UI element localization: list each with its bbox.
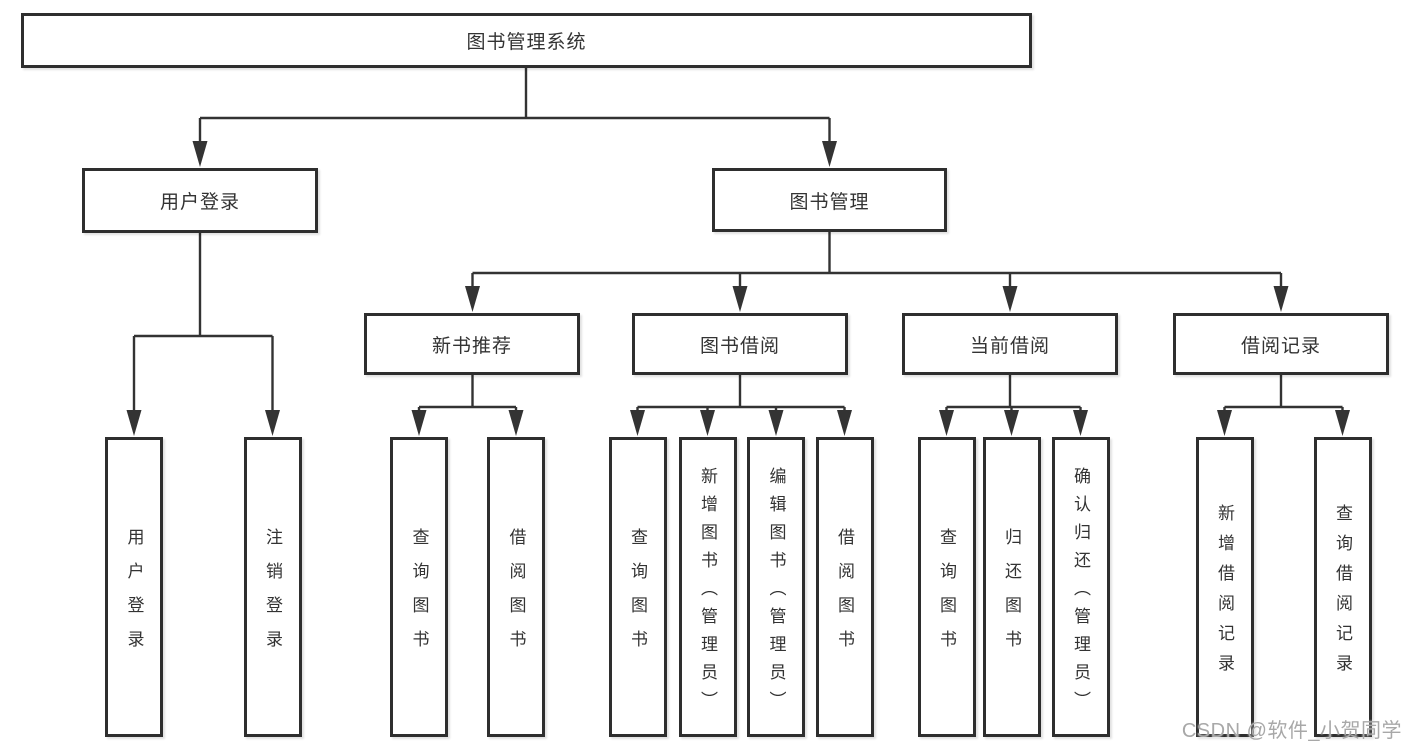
node-label: 查询借阅记录 (1333, 503, 1352, 684)
node-label: 新增借阅记录 (1215, 503, 1234, 684)
node-user-login-module: 用户登录 (82, 168, 318, 233)
node-label: 归还图书 (1002, 527, 1021, 664)
node-query-borrow-record: 查询借阅记录 (1313, 437, 1372, 737)
node-label: 借阅图书 (835, 527, 854, 664)
node-label: 查询图书 (937, 527, 956, 664)
node-label: 当前借阅 (969, 335, 1050, 357)
node-label: 新增图书（管理员） (698, 466, 717, 719)
node-confirm-return-admin: 确认归还（管理员） (1051, 437, 1110, 737)
node-label: 借阅图书 (506, 527, 526, 664)
node-current-borrowing: 当前借阅 (902, 313, 1118, 375)
node-borrow-books: 借阅图书 (815, 437, 874, 737)
node-query-books: 查询图书 (390, 437, 448, 737)
node-label: 确认归还（管理员） (1071, 466, 1090, 719)
node-label: 借阅记录 (1240, 335, 1321, 357)
node-book-borrowing: 图书借阅 (632, 313, 848, 375)
node-edit-books-admin: 编辑图书（管理员） (747, 437, 805, 737)
node-label: 注销登录 (263, 527, 282, 664)
node-label: 图书管理 (789, 191, 870, 213)
node-new-book-recommendation: 新书推荐 (364, 313, 580, 375)
node-label: 用户登录 (124, 527, 144, 664)
node-label: 编辑图书（管理员） (766, 466, 786, 719)
node-label: 图书管理系统 (466, 32, 587, 53)
node-borrowing-records: 借阅记录 (1173, 313, 1389, 375)
node-query-books: 查询图书 (917, 437, 976, 737)
node-borrow-books: 借阅图书 (487, 437, 545, 737)
watermark: CSDN @软件_小贺同学 (1181, 720, 1402, 742)
node-label: 查询图书 (409, 527, 429, 664)
node-book-management-module: 图书管理 (712, 168, 947, 232)
node-label: 图书借阅 (699, 335, 780, 357)
node-return-books: 归还图书 (982, 437, 1041, 737)
node-logout: 注销登录 (243, 437, 302, 737)
node-add-borrow-record: 新增借阅记录 (1195, 437, 1254, 737)
node-user-login: 用户登录 (105, 437, 163, 737)
node-label: 查询图书 (628, 527, 647, 664)
node-label: 用户登录 (159, 192, 240, 213)
node-query-books: 查询图书 (608, 437, 667, 737)
node-add-books-admin: 新增图书（管理员） (678, 437, 737, 737)
node-label: 新书推荐 (431, 335, 512, 357)
node-library-management-system: 图书管理系统 (21, 13, 1032, 68)
